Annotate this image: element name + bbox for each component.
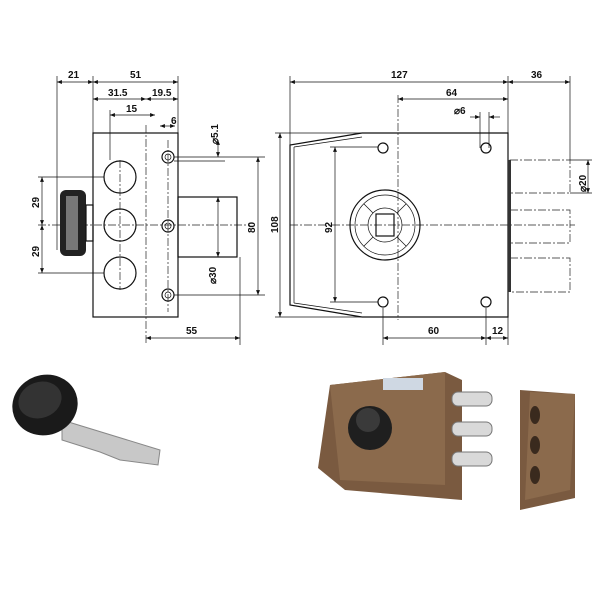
dim-15: 15 [126, 104, 138, 115]
dim-36: 36 [531, 70, 543, 81]
dim-64: 64 [446, 88, 458, 99]
dim-127: 127 [391, 70, 408, 81]
dim-51: 51 [130, 70, 142, 81]
bolts [451, 391, 493, 467]
key-illustration [12, 374, 161, 466]
dim-31-5: 31.5 [108, 88, 128, 99]
dim-29-top: 29 [31, 196, 42, 208]
dim-92: 92 [324, 221, 335, 233]
cylinder-rosette [349, 189, 421, 261]
cylinder [177, 196, 238, 258]
dim-6: 6 [171, 116, 177, 127]
bolts-dashed [508, 159, 571, 293]
dim-29-bottom: 29 [31, 245, 42, 257]
dim-dia-6: ⌀6 [454, 106, 466, 117]
dim-19-5: 19.5 [152, 88, 172, 99]
dim-60: 60 [428, 326, 440, 337]
dim-55: 55 [186, 326, 198, 337]
knob [60, 190, 94, 256]
dim-dia-5-1: ⌀5.1 [210, 124, 221, 144]
dim-dia-20: ⌀20 [578, 174, 589, 192]
dim-dia-30: ⌀30 [208, 266, 219, 284]
lock-illustration [318, 372, 575, 510]
dim-108: 108 [270, 216, 281, 233]
dim-21: 21 [68, 70, 80, 81]
front-view: 108 127 36 64 ⌀6 92 ⌀20 60 12 [270, 70, 592, 345]
dim-12: 12 [492, 326, 504, 337]
dim-80: 80 [247, 221, 258, 233]
side-view: 21 51 31.5 19.5 15 6 ⌀5.1 29 29 80 ⌀30 5… [31, 70, 265, 345]
